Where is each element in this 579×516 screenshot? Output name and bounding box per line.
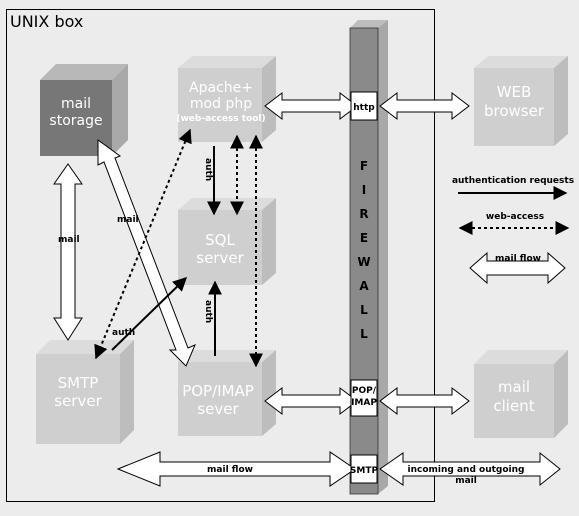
legend: authentication requests web-access mail … bbox=[452, 176, 574, 285]
apache-smtp-webaccess-arrow bbox=[94, 128, 192, 360]
firewall-letter: F bbox=[360, 159, 368, 173]
legend-mailflow-arrow bbox=[469, 251, 566, 285]
sql-server-box: SQL server bbox=[178, 198, 276, 285]
mail-storage-box: mail storage bbox=[40, 64, 128, 156]
pop-port-label-1: POP/ bbox=[352, 386, 377, 396]
incoming-label-2: mail bbox=[455, 476, 477, 486]
mail-client-box: mail client bbox=[474, 350, 568, 438]
mail-label-diagonal: mail bbox=[117, 215, 139, 225]
incoming-outgoing-arrow bbox=[379, 451, 561, 487]
web-browser-label-2: browser bbox=[484, 102, 545, 120]
firewall-letter: L bbox=[360, 303, 368, 317]
storage-smtp-arrow bbox=[53, 163, 83, 341]
sql-server-label-2: server bbox=[196, 249, 244, 267]
smtp-label-1: SMTP bbox=[58, 374, 99, 392]
http-port bbox=[350, 91, 378, 121]
apache-box: Apache+ mod php (web-access tool) bbox=[176, 56, 276, 142]
web-browser-label-1: WEB bbox=[497, 83, 532, 101]
mail-storage-label-1: mail bbox=[61, 96, 91, 112]
legend-mailflow-label: mail flow bbox=[495, 254, 541, 264]
firewall-client-arrow bbox=[379, 386, 470, 416]
web-browser-box: WEB browser bbox=[474, 56, 568, 146]
smtp-port bbox=[350, 454, 378, 484]
auth-label-mid: auth bbox=[203, 300, 213, 323]
apache-label-3: (web-access tool) bbox=[176, 114, 265, 124]
mail-storage-label-2: storage bbox=[49, 113, 102, 129]
pop-port-label-2: IMAP bbox=[351, 398, 377, 408]
web-access-arrows bbox=[94, 128, 263, 368]
legend-webaccess-label: web-access bbox=[486, 212, 544, 222]
firewall-letter: L bbox=[360, 327, 368, 341]
smtp-label-2: server bbox=[54, 392, 102, 410]
firewall-letter: W bbox=[357, 255, 370, 269]
apache-label-2: mod php bbox=[190, 96, 252, 112]
unix-box-frame bbox=[6, 9, 435, 502]
auth-label-top: auth bbox=[203, 158, 213, 181]
firewall-letter: I bbox=[362, 183, 366, 197]
pop-imap-port bbox=[350, 379, 378, 417]
legend-auth-label: authentication requests bbox=[452, 176, 574, 186]
smtp-server-box: SMTP server bbox=[36, 340, 134, 444]
sql-server-label-1: SQL bbox=[205, 231, 235, 249]
pop-imap-label-2: sever bbox=[197, 400, 239, 418]
smtp-port-label: SMTP bbox=[350, 466, 379, 476]
apache-label-1: Apache+ bbox=[189, 80, 253, 96]
http-web-arrow bbox=[379, 91, 470, 121]
mail-client-label-2: client bbox=[493, 397, 534, 415]
pop-imap-server-box: POP/IMAP sever bbox=[178, 350, 276, 436]
unix-box-title: UNIX box bbox=[10, 12, 83, 31]
mail-client-label-1: mail bbox=[498, 378, 530, 396]
firewall-ports: http POP/ IMAP SMTP bbox=[350, 91, 379, 484]
edge-labels: auth auth auth mail mail mail flow incom… bbox=[58, 158, 524, 486]
http-port-label: http bbox=[353, 103, 375, 113]
auth-label-smtp: auth bbox=[112, 328, 135, 338]
mail-flow-label-bottom: mail flow bbox=[207, 465, 253, 475]
firewall-letter: E bbox=[360, 231, 368, 245]
incoming-label-1: incoming and outgoing bbox=[408, 465, 525, 475]
apache-http-arrow bbox=[264, 91, 358, 121]
mail-label-left: mail bbox=[58, 235, 80, 245]
pop-firewall-arrow bbox=[264, 386, 358, 416]
firewall-letter: R bbox=[359, 207, 368, 221]
pop-imap-label-1: POP/IMAP bbox=[182, 382, 254, 400]
firewall-letter: A bbox=[359, 279, 369, 293]
